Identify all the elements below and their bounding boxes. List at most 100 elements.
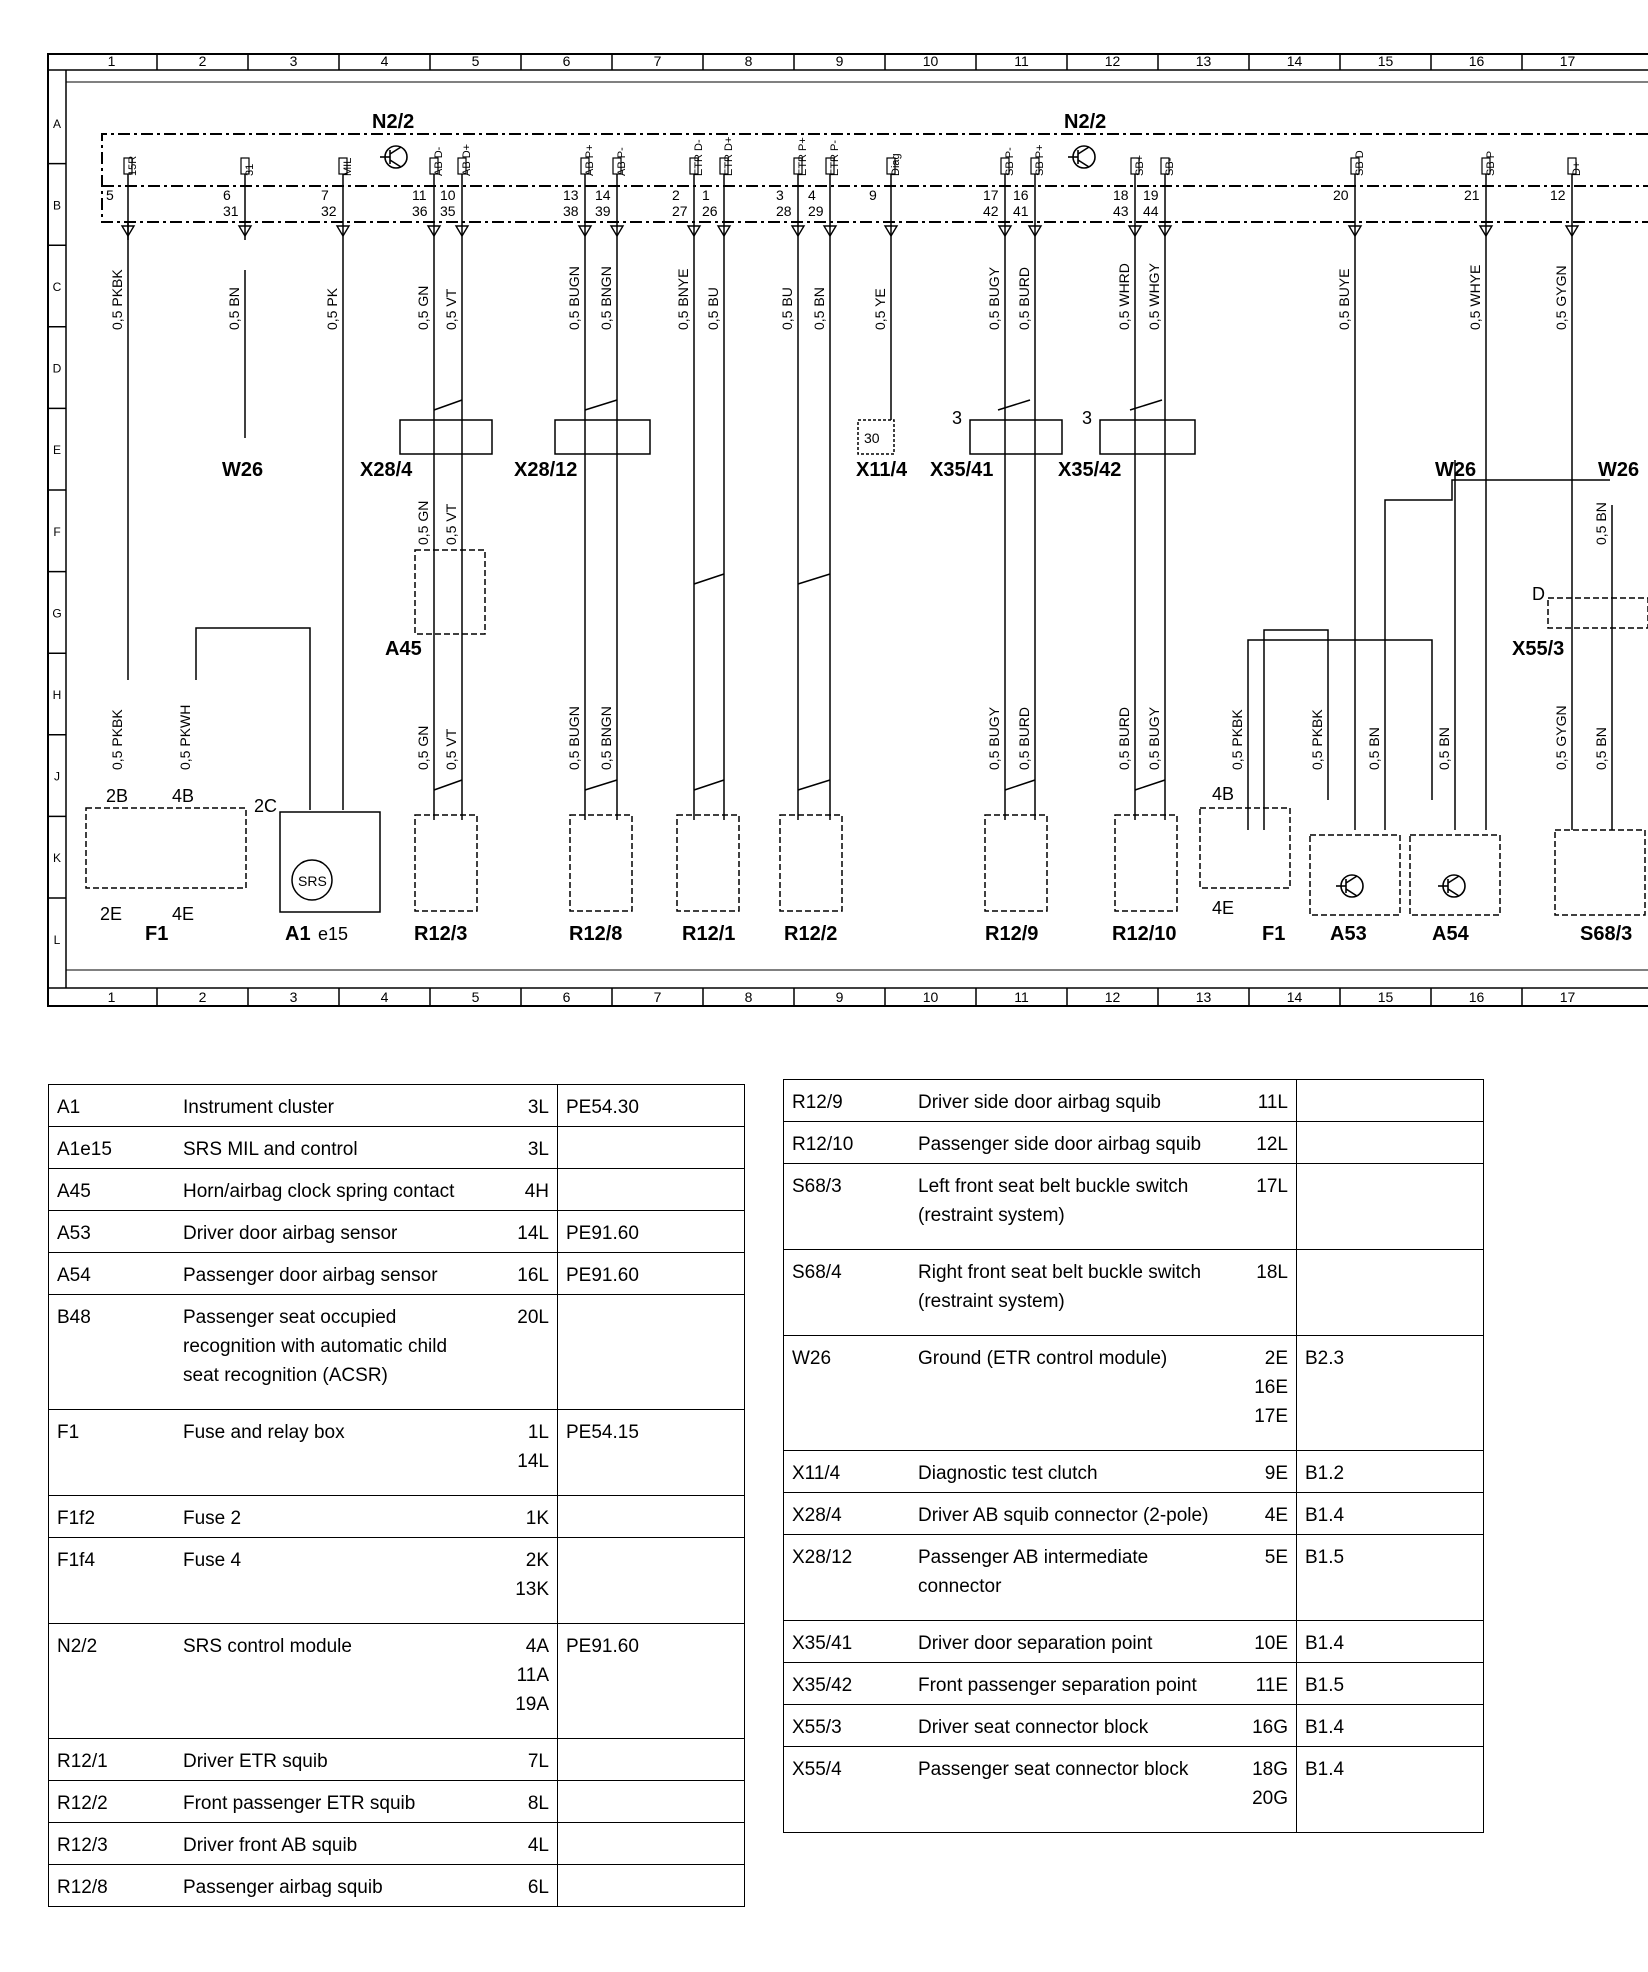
legend-code: F1f2 [48,1495,175,1538]
pin-number: 14 [595,187,611,203]
wire-color-label: 0,5 WHRD [1116,263,1132,330]
pin-function-label: Diag [890,153,902,176]
pin-label-3-x35-41: 3 [952,408,962,428]
legend-code: X28/4 [783,1492,910,1535]
pin-sub-number: 32 [321,203,337,219]
grid-column-label: 14 [1287,53,1303,69]
grid-column-label: 8 [745,989,753,1005]
component-label-r12-1: R12/1 [682,923,735,945]
legend-description: Passenger airbag squib [175,1864,483,1907]
grid-column-label: 13 [1196,989,1212,1005]
legend-description: Passenger side door airbag squib [910,1121,1222,1164]
component-label-s68-3: S68/3 [1580,923,1632,945]
grid-column-label: 17 [1560,53,1576,69]
wire-color-label: 0,5 PKBK [1309,709,1325,770]
legend-location: 10E [1222,1620,1297,1663]
pin-number: 5 [106,187,114,203]
legend-reference: B1.2 [1296,1450,1484,1493]
legend-reference: PE91.60 [557,1623,745,1739]
legend-description: Driver front AB squib [175,1822,483,1865]
n2-2-label-right: N2/2 [1064,111,1106,133]
legend-description: Left front seat belt buckle switch (rest… [910,1163,1222,1250]
legend-code: A53 [48,1210,175,1253]
wire-color-label: 0,5 BURD [1116,707,1132,770]
legend-description: Passenger AB intermediate connector [910,1534,1222,1621]
legend-code: A1 [48,1084,175,1127]
grid-column-label: 7 [654,53,662,69]
pin-label-4b: 4B [172,786,194,806]
component-label-a53: A53 [1330,923,1367,945]
component-label-a1-e15: e15 [318,924,348,944]
legend-description: Instrument cluster [175,1084,483,1127]
srs-lamp-label: SRS [298,873,327,889]
component-label-a1: A1 [285,923,311,945]
wire-color-label: 0,5 BU [779,287,795,330]
legend-description: Right front seat belt buckle switch (res… [910,1249,1222,1336]
pin-number: 20 [1333,187,1349,203]
grid-row-label: H [53,688,62,702]
wire-color-label: 0,5 VT [443,503,459,545]
legend-location: 18G 20G [1222,1746,1297,1833]
pin-label-2e: 2E [100,904,122,924]
pin-sub-number: 29 [808,203,824,219]
pin-function-label: SB D [1354,150,1366,176]
legend-code: X35/41 [783,1620,910,1663]
legend-reference [557,1780,745,1823]
legend-reference: PE91.60 [557,1210,745,1253]
legend-code: X28/12 [783,1534,910,1621]
n2-2-label-left: N2/2 [372,111,414,133]
legend-description: Ground (ETR control module) [910,1335,1222,1451]
pin-function-label: AB P+ [584,145,596,177]
grid-column-label: 11 [1014,53,1029,69]
legend-code: X35/42 [783,1662,910,1705]
pin-label-4e: 4E [172,904,194,924]
legend-reference: PE54.15 [557,1409,745,1496]
wire-color-label: 0,5 BU [705,287,721,330]
grid-column-label: 10 [923,989,939,1005]
grid-row-label: C [53,280,62,294]
legend-description: Fuse 2 [175,1495,483,1538]
legend-reference [557,1495,745,1538]
grid-column-label: 2 [199,989,207,1005]
pin-function-label: AB P- [616,147,628,176]
pin-number: 1 [702,187,710,203]
legend-code: S68/3 [783,1163,910,1250]
pin-sub-number: 31 [223,203,239,219]
pin-function-label: SB P [1485,151,1497,176]
pin-number: 13 [563,187,579,203]
connector-label-x28-12: X28/12 [514,459,577,481]
legend-reference [557,1864,745,1907]
legend-location: 2E 16E 17E [1222,1335,1297,1451]
grid-row-label: B [53,198,61,212]
wire-color-label: 0,5 BN [226,287,242,330]
legend-location: 6L [483,1864,558,1907]
pin-number: 9 [869,187,877,203]
grid-row-label: A [53,117,61,131]
legend-reference: B2.3 [1296,1335,1484,1451]
pin-function-label: ETR P+ [797,137,809,176]
pin-number: 3 [776,187,784,203]
legend-description: Driver seat connector block [910,1704,1222,1747]
wire-color-label: 0,5 VT [443,288,459,330]
pin-sub-number: 39 [595,203,611,219]
wire-color-label: 0,5 BNGN [598,266,614,330]
pin-number: 4 [808,187,816,203]
wire-color-label: 0,5 PKWH [177,705,193,770]
pin-number: 21 [1464,187,1480,203]
legend-code: R12/3 [48,1822,175,1865]
